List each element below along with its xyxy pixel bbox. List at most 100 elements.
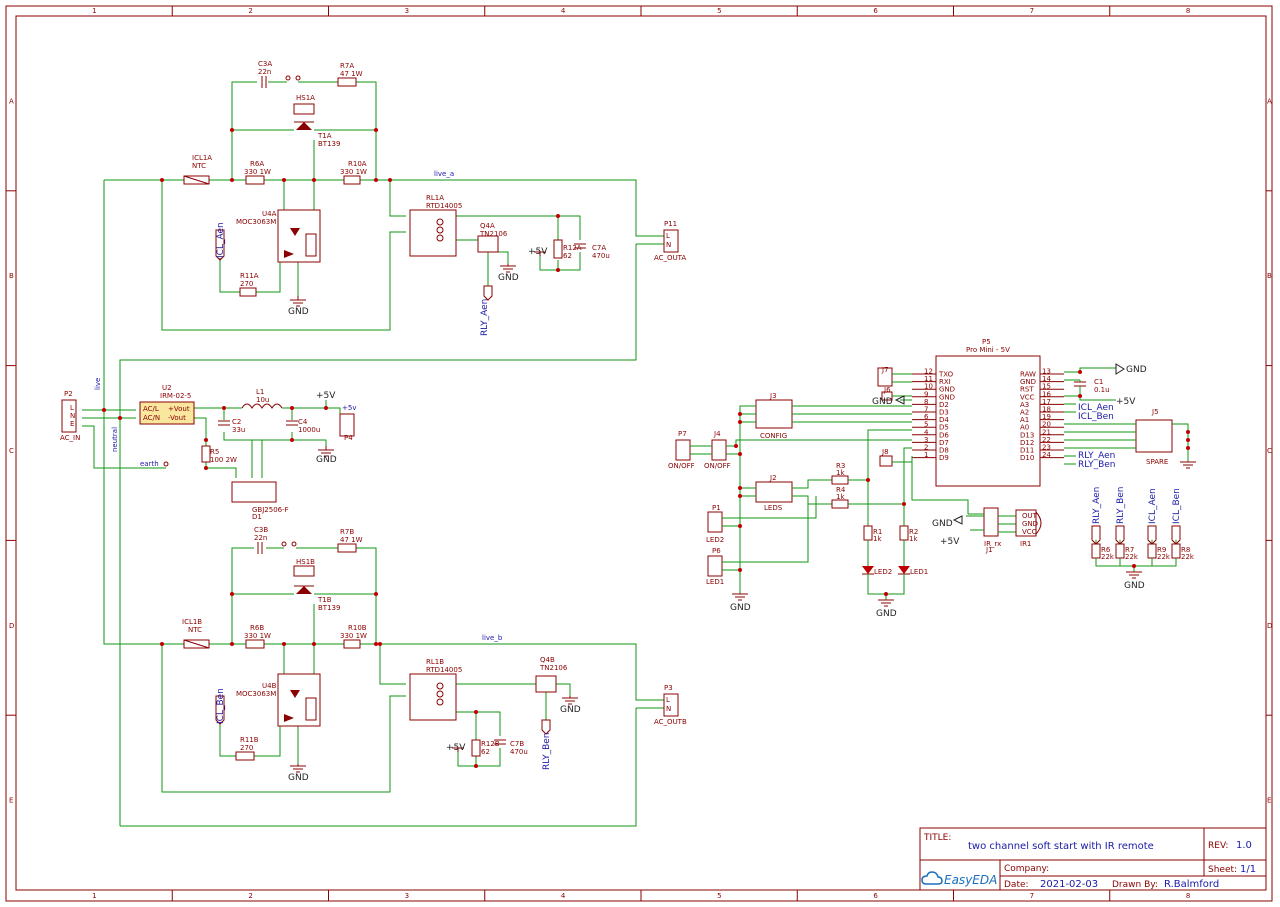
title-value: two channel soft start with IR remote bbox=[968, 841, 1154, 852]
p5v-small: +5v bbox=[342, 404, 356, 412]
ref-led2: LED2 bbox=[874, 568, 892, 576]
pin-u2-vout-n: -Vout bbox=[168, 414, 186, 422]
p5-pin-left-D6: D6 bbox=[939, 431, 949, 439]
p5-pin-num-right-14: 14 bbox=[1042, 375, 1051, 383]
val-r11b: 270 bbox=[240, 744, 253, 752]
val-u4b: MOC3063M bbox=[236, 690, 276, 698]
net-icl-ben-b: ICL_Ben bbox=[216, 688, 226, 724]
border-row-B-right: B bbox=[1267, 272, 1272, 280]
ref-c7a: C7A bbox=[592, 244, 606, 252]
border-col-8-top: 8 bbox=[1186, 7, 1190, 15]
channel-a: C3A 22n R7A 47 1W HS1A T1A BT139 ICL1A N… bbox=[103, 60, 686, 826]
p5-pin-num-right-16: 16 bbox=[1042, 390, 1051, 398]
gnd-q4a: GND bbox=[498, 273, 519, 283]
border-col-8-bottom: 8 bbox=[1186, 892, 1190, 900]
val-rl1b: RTD14005 bbox=[426, 666, 462, 674]
sheet-value: 1/1 bbox=[1240, 864, 1256, 875]
border-col-4-bottom: 4 bbox=[561, 892, 566, 900]
net-icl-aen-mcu: ICL_Aen bbox=[1078, 403, 1114, 413]
val-c7b: 470u bbox=[510, 748, 528, 756]
ref-j1: J1 bbox=[985, 546, 993, 554]
border-col-3-top: 3 bbox=[405, 7, 409, 15]
gnd-c1: GND bbox=[1126, 365, 1147, 375]
title-label: TITLE: bbox=[923, 833, 951, 843]
easyeda-cloud-icon bbox=[921, 871, 943, 885]
pin-p3-n: N bbox=[666, 705, 671, 713]
val-p5: Pro Mini - 5V bbox=[966, 346, 1010, 354]
p5-pin-left-D5: D5 bbox=[939, 424, 949, 432]
p5-pin-num-left-4: 4 bbox=[924, 428, 929, 436]
ref-r7b: R7B bbox=[340, 528, 354, 536]
ref-r7a: R7A bbox=[340, 62, 354, 70]
val-q4b: TN2106 bbox=[539, 664, 568, 672]
border-row-B-left: B bbox=[9, 272, 14, 280]
p5-pin-right-GND: GND bbox=[1020, 378, 1036, 386]
p5-pin-num-right-20: 20 bbox=[1042, 421, 1051, 429]
net-live-a: live_a bbox=[434, 170, 454, 178]
ref-r12b: R12B bbox=[481, 740, 500, 748]
gnd-u4a: GND bbox=[288, 307, 309, 317]
ref-j2: J2 bbox=[769, 474, 777, 482]
ref-p1: P1 bbox=[712, 504, 721, 512]
p5-pin-num-left-12: 12 bbox=[924, 368, 933, 376]
p5-pin-left-D9: D9 bbox=[939, 454, 949, 462]
p5-pin-right-D13: D13 bbox=[1020, 431, 1034, 439]
pin-ir1-gnd: GND bbox=[1022, 520, 1038, 528]
p5-pin-left-D3: D3 bbox=[939, 409, 949, 417]
outer-frame bbox=[5, 5, 1273, 902]
border-col-5-top: 5 bbox=[717, 7, 721, 15]
net-icl-aen-a: ICL_Aen bbox=[216, 222, 226, 258]
ref-r9: R9 bbox=[1157, 546, 1166, 554]
ref-t1a: T1A bbox=[317, 132, 332, 140]
val-c4: 1000u bbox=[298, 426, 320, 434]
net-rly-aen-pd: RLY_Aen bbox=[1092, 487, 1102, 524]
ref-r10a: R10A bbox=[348, 160, 367, 168]
val-r9: 22k bbox=[1157, 553, 1171, 561]
p5-pin-left-RXI: RXI bbox=[939, 378, 951, 386]
val-u4a: MOC3063M bbox=[236, 218, 276, 226]
ref-p4: P4 bbox=[344, 434, 353, 442]
border-col-6-bottom: 6 bbox=[873, 892, 878, 900]
p5-pin-num-right-23: 23 bbox=[1042, 444, 1051, 452]
gnd-u4b: GND bbox=[288, 773, 309, 783]
net-rly-ben-mcu: RLY_Ben bbox=[1078, 460, 1116, 470]
ref-r7: R7 bbox=[1125, 546, 1134, 554]
val-p3: AC_OUTB bbox=[654, 718, 687, 726]
val-r6: 22k bbox=[1101, 553, 1115, 561]
val-r10a: 330 1W bbox=[340, 168, 367, 176]
ref-c1: C1 bbox=[1094, 378, 1103, 386]
ref-j7: J7 bbox=[881, 366, 889, 374]
rev-value: 1.0 bbox=[1236, 840, 1252, 851]
gnd-q4b: GND bbox=[560, 705, 581, 715]
ref-p7: P7 bbox=[678, 430, 687, 438]
ref-ir1: IR1 bbox=[1020, 540, 1031, 548]
p5-pin-num-left-3: 3 bbox=[924, 436, 928, 444]
val-p2: AC_IN bbox=[60, 434, 80, 442]
border-col-7-bottom: 7 bbox=[1030, 892, 1034, 900]
ref-p6: P6 bbox=[712, 547, 721, 555]
ref-q4a: Q4A bbox=[480, 222, 495, 230]
p5v-j1: +5V bbox=[940, 537, 960, 547]
net-icl-ben-mcu: ICL_Ben bbox=[1078, 412, 1114, 422]
net-rly-aen-a: RLY_Aen bbox=[480, 299, 490, 336]
ref-r2: R2 bbox=[909, 528, 918, 536]
date-label: Date: bbox=[1004, 880, 1029, 890]
pin-u2-vout-p: +Vout bbox=[168, 405, 190, 413]
ref-p2: P2 bbox=[64, 390, 73, 398]
p5-pin-num-left-11: 11 bbox=[924, 375, 933, 383]
ref-r3: R3 bbox=[836, 462, 845, 470]
val-icl1a: NTC bbox=[192, 162, 206, 170]
val-p11: AC_OUTA bbox=[654, 254, 686, 262]
p5-pin-num-left-10: 10 bbox=[924, 383, 933, 391]
val-c2: 33u bbox=[232, 426, 245, 434]
ref-t1b: T1B bbox=[317, 596, 332, 604]
ref-r10b: R10B bbox=[348, 624, 367, 632]
border-col-7-top: 7 bbox=[1030, 7, 1034, 15]
ref-r11a: R11A bbox=[240, 272, 259, 280]
ref-r1: R1 bbox=[873, 528, 882, 536]
p5-pin-left-GND: GND bbox=[939, 393, 955, 401]
net-earth: earth bbox=[140, 460, 159, 468]
p5-pin-num-left-1: 1 bbox=[924, 451, 928, 459]
pin-p2-n: N bbox=[70, 412, 75, 420]
